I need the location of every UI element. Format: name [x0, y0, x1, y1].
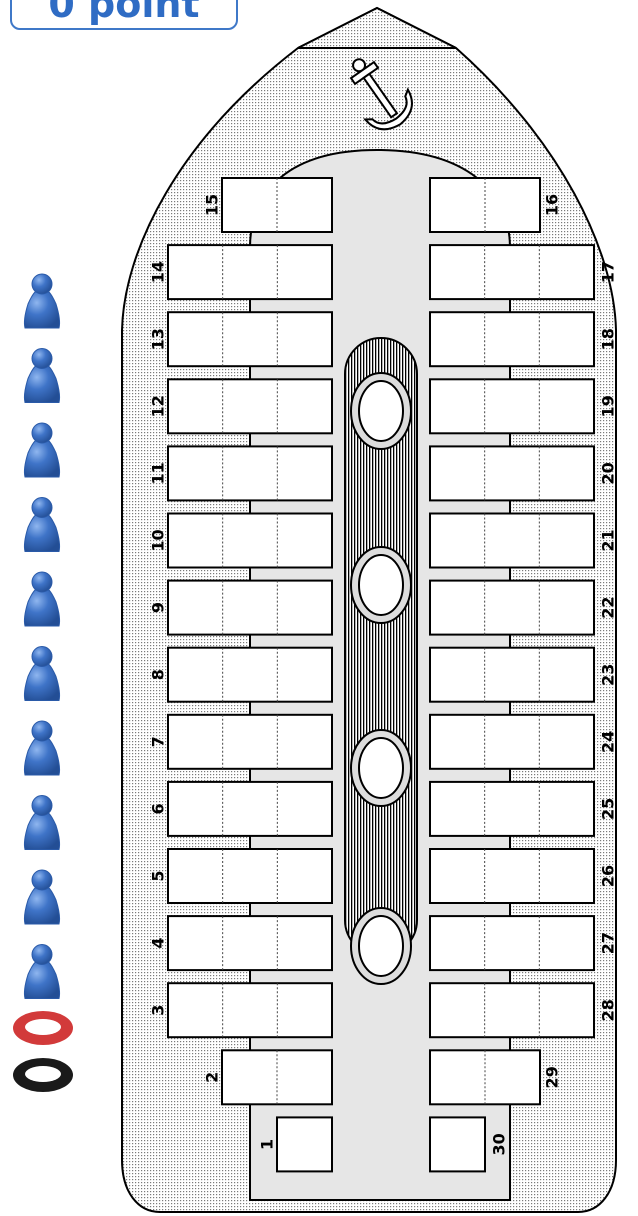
board-cell[interactable]: 3 [149, 983, 333, 1037]
pawn-piece[interactable] [24, 721, 59, 775]
pawn-piece[interactable] [24, 945, 59, 999]
cell-number: 9 [149, 602, 168, 613]
cell-number: 27 [599, 932, 618, 954]
cell-number: 17 [599, 261, 618, 283]
pawn-piece[interactable] [24, 274, 59, 328]
ring-stack [13, 1011, 73, 1092]
cell-number: 26 [599, 865, 618, 887]
board-cell[interactable]: 14 [149, 245, 333, 299]
ring-piece[interactable] [13, 1011, 73, 1045]
cell-number: 18 [599, 328, 618, 350]
mast-hole [351, 547, 411, 623]
board-cell[interactable]: 27 [430, 916, 618, 970]
board-cell[interactable]: 26 [430, 849, 618, 903]
cell-number: 3 [149, 1005, 168, 1016]
pawn-stack [24, 274, 59, 999]
cell-number: 16 [543, 194, 562, 216]
ring-piece[interactable] [13, 1058, 73, 1092]
board-cell[interactable]: 15 [203, 178, 333, 232]
board-cell[interactable]: 13 [149, 312, 333, 366]
board-cell[interactable]: 23 [430, 648, 618, 702]
board-cell[interactable]: 20 [430, 446, 618, 500]
board-cell[interactable]: 8 [149, 648, 333, 702]
board-cell[interactable]: 22 [430, 581, 618, 635]
cell-number: 22 [599, 596, 618, 618]
cell-number: 11 [149, 462, 168, 484]
cell-number: 4 [149, 938, 168, 949]
cell-number: 23 [599, 664, 618, 686]
board-cell[interactable]: 7 [149, 715, 333, 769]
pawn-piece[interactable] [24, 796, 59, 850]
board-cell[interactable]: 4 [149, 916, 333, 970]
pawn-piece[interactable] [24, 870, 59, 924]
pawn-piece[interactable] [24, 349, 59, 403]
ship-bow [298, 8, 456, 48]
cell-number: 6 [149, 803, 168, 814]
cell-number: 10 [149, 529, 168, 551]
board-cell[interactable]: 28 [430, 983, 618, 1037]
mast-hole [351, 373, 411, 449]
board-cell[interactable]: 18 [430, 312, 618, 366]
cell-number: 5 [149, 870, 168, 881]
board-cell[interactable]: 5 [149, 849, 333, 903]
cell-number: 20 [599, 462, 618, 484]
board-cell[interactable]: 19 [430, 379, 618, 433]
board-cell[interactable]: 10 [149, 514, 333, 568]
pawn-piece[interactable] [24, 498, 59, 552]
cell-number: 14 [149, 261, 168, 283]
board-cell[interactable]: 24 [430, 715, 618, 769]
cell-number: 19 [599, 395, 618, 417]
board-cell[interactable]: 9 [149, 581, 333, 635]
mast-hole [351, 730, 411, 806]
cell-number: 7 [149, 736, 168, 747]
mast-hole [351, 908, 411, 984]
cell-number: 24 [599, 731, 618, 753]
board-cell[interactable]: 12 [149, 379, 333, 433]
cell-number: 15 [203, 194, 222, 216]
board-cell[interactable]: 11 [149, 446, 333, 500]
cell-number: 13 [149, 328, 168, 350]
cell-number: 21 [599, 529, 618, 551]
board-cell[interactable]: 6 [149, 782, 333, 836]
cell-number: 25 [599, 798, 618, 820]
cell-number: 30 [490, 1133, 509, 1155]
cell-number: 29 [543, 1066, 562, 1088]
pawn-piece[interactable] [24, 423, 59, 477]
board-cell[interactable]: 21 [430, 514, 618, 568]
board-cell[interactable]: 17 [430, 245, 618, 299]
cell-number: 8 [149, 669, 168, 680]
cell-number: 12 [149, 395, 168, 417]
board-cell[interactable]: 2 [203, 1050, 333, 1104]
pawn-piece[interactable] [24, 647, 59, 701]
cell-number: 2 [203, 1072, 222, 1083]
board-cell[interactable]: 25 [430, 782, 618, 836]
cell-number: 1 [258, 1139, 277, 1150]
cell-number: 28 [599, 999, 618, 1021]
pawn-piece[interactable] [24, 572, 59, 626]
